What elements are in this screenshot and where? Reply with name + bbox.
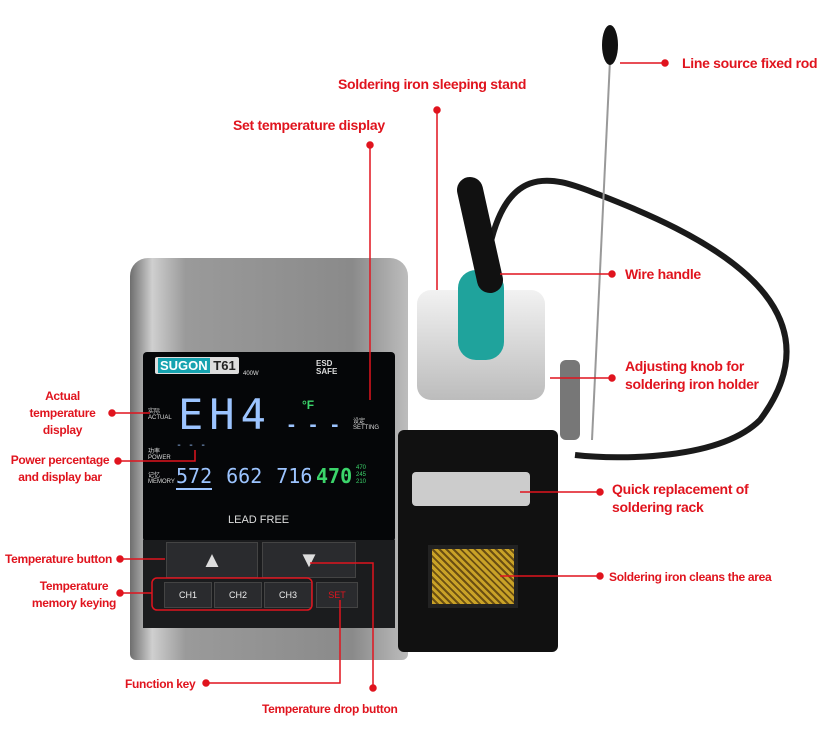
label-clean: Soldering iron cleans the area [609, 570, 772, 584]
label-set-display: Set temperature display [233, 117, 385, 133]
ch3-button[interactable]: CH3 [264, 582, 312, 608]
memory-values: 572 662 716 [176, 464, 312, 490]
adjusting-knob[interactable] [560, 360, 580, 440]
memory-value: 662 [226, 464, 263, 488]
label-drop-button: Temperature drop button [262, 702, 398, 716]
soldering-rack [412, 472, 530, 506]
power-rating: 400W [243, 371, 259, 377]
model: T61 [213, 358, 236, 373]
label-actual: Actual temperature display [29, 389, 96, 437]
brand-logo: SUGON T61 [155, 357, 239, 374]
memory-value: 716 [276, 464, 313, 488]
label-rod: Line source fixed rod [682, 55, 818, 71]
unit-indicator: °F [302, 398, 315, 412]
lcd-screen [143, 352, 395, 542]
label-function-key: Function key [125, 677, 196, 691]
temp-up-button[interactable]: ▲ [166, 542, 258, 578]
set-button[interactable]: SET [316, 582, 358, 608]
memory-value: 572 [176, 464, 213, 490]
label-wire-handle: Wire handle [625, 266, 701, 282]
ch1-button[interactable]: CH1 [164, 582, 212, 608]
label-memory-keying: Temperature memory keying [31, 579, 117, 610]
set-temp-readout: - - - [286, 415, 341, 436]
ch2-button[interactable]: CH2 [214, 582, 262, 608]
label-temp-button: Temperature button [5, 552, 113, 566]
actual-temp-readout: EH4 [178, 390, 272, 439]
holder-tray [398, 430, 558, 652]
temp-down-button[interactable]: ▼ [262, 542, 356, 578]
label-stand: Soldering iron sleeping stand [338, 76, 527, 92]
power-bar: - - - [176, 440, 207, 451]
lead-free-text: LEAD FREE [228, 514, 290, 526]
label-knob: Adjusting knob for soldering iron holder [625, 358, 759, 392]
brand: SUGON [158, 358, 210, 373]
label-rack: Quick replacement of soldering rack [612, 481, 749, 515]
esd-badge: ESD SAFE [316, 359, 338, 376]
label-power: Power percentage and display bar [10, 453, 110, 484]
current-temp: 470 [316, 464, 353, 488]
